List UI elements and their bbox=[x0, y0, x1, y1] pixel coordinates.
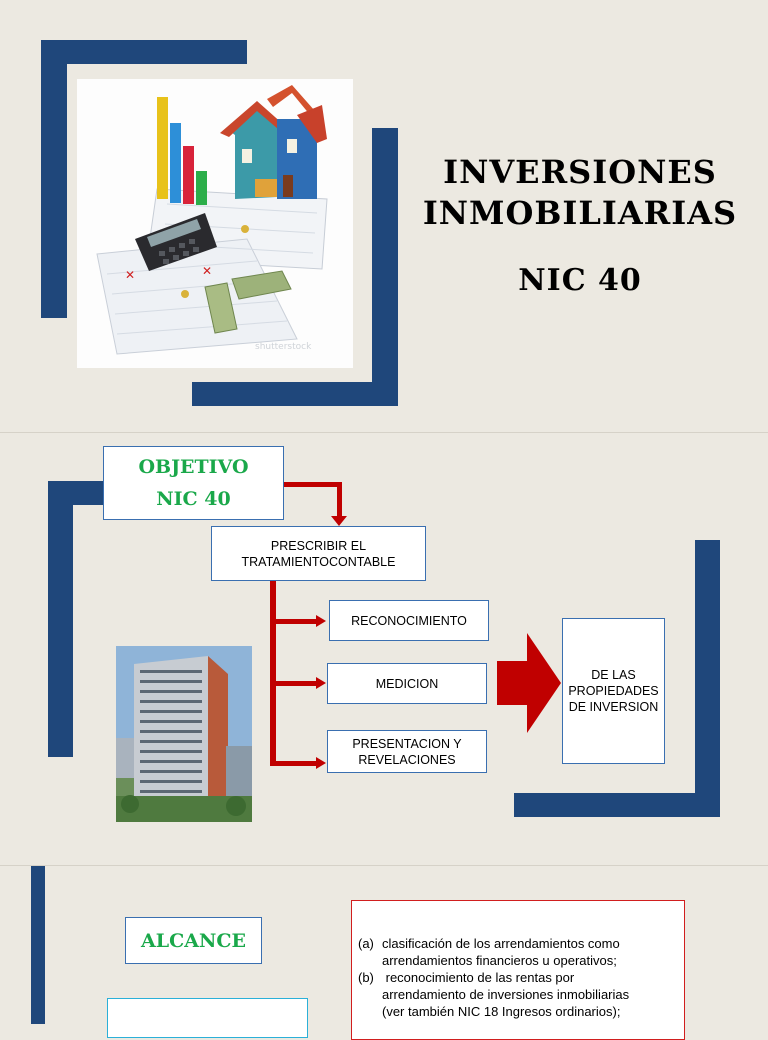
frame-bottom-right-horizontal bbox=[192, 382, 398, 406]
slide-subtitle: NIC 40 bbox=[518, 263, 642, 298]
prescribir-box: PRESCRIBIR EL TRATAMIENTOCONTABLE bbox=[211, 526, 426, 581]
presentacion-line1: PRESENTACION Y bbox=[352, 736, 462, 751]
alcance-list-box: (a) clasificación de los arrendamientos … bbox=[351, 900, 685, 1040]
slide-title-line1: INVERSIONES bbox=[443, 153, 717, 191]
presentacion-box: PRESENTACION Y REVELACIONES bbox=[327, 730, 487, 773]
branch-2 bbox=[270, 681, 316, 686]
reconocimiento-box: RECONOCIMIENTO bbox=[329, 600, 489, 641]
frame-left-vertical bbox=[48, 481, 73, 757]
alcance-item-a-line2: arrendamientos financieros u operativos; bbox=[382, 953, 617, 968]
presentacion-line2: REVELACIONES bbox=[358, 752, 456, 767]
frame-left-horizontal bbox=[48, 481, 106, 505]
alcance-item-a: (a) clasificación de los arrendamientos … bbox=[358, 935, 684, 969]
result-line1: DE LAS bbox=[591, 668, 636, 682]
result-line3: DE INVERSION bbox=[568, 700, 659, 714]
branch-1 bbox=[270, 619, 316, 624]
frame-top-left-horizontal bbox=[41, 40, 247, 64]
branch-trunk bbox=[270, 581, 276, 766]
objetivo-box: OBJETIVO NIC 40 bbox=[103, 446, 284, 520]
alcance-box: ALCANCE bbox=[125, 917, 262, 964]
medicion-label: MEDICION bbox=[375, 676, 439, 691]
alcance-item-a-marker: (a) bbox=[358, 936, 374, 951]
slide-separator bbox=[0, 432, 768, 433]
objetivo-title-line1: OBJETIVO bbox=[138, 456, 249, 478]
medicion-box: MEDICION bbox=[327, 663, 487, 704]
connector-vertical bbox=[337, 482, 342, 518]
frame-top-left-vertical bbox=[41, 40, 67, 318]
connector-horizontal bbox=[284, 482, 342, 487]
branch-3 bbox=[270, 761, 316, 766]
svg-text:✕: ✕ bbox=[202, 264, 212, 278]
branch-3-arrowhead bbox=[316, 757, 326, 769]
result-box: DE LAS PROPIEDADES DE INVERSION bbox=[562, 618, 665, 764]
real-estate-drawing: ✕ ✕ shutterstock bbox=[96, 85, 328, 355]
slide-objetivo: OBJETIVO NIC 40 PRESCRIBIR EL TRATAMIENT… bbox=[0, 433, 768, 865]
connector-arrowhead bbox=[331, 516, 347, 526]
image-watermark: shutterstock bbox=[255, 342, 312, 352]
alcance-item-b-line3: (ver también NIC 18 Ingresos ordinarios)… bbox=[382, 1004, 621, 1019]
branch-1-arrowhead bbox=[316, 615, 326, 627]
branch-2-arrowhead bbox=[316, 677, 326, 689]
big-red-arrow bbox=[497, 633, 561, 733]
result-line2: PROPIEDADES bbox=[568, 684, 659, 698]
alcance-item-a-line1: clasificación de los arrendamientos como bbox=[382, 936, 620, 951]
alcance-item-b-marker: (b) bbox=[358, 970, 374, 985]
slide-title-line2: INMOBILIARIAS bbox=[422, 194, 738, 232]
prescribir-line1: PRESCRIBIR EL bbox=[270, 538, 367, 553]
slide-alcance: ALCANCE (a) clasificación de los arrenda… bbox=[0, 866, 768, 1040]
alcance-item-b-line2: arrendamiento de inversiones inmobiliari… bbox=[382, 987, 630, 1002]
alcance-item-b: (b) reconocimiento de las rentas por arr… bbox=[358, 969, 684, 1020]
secondary-box bbox=[107, 998, 308, 1038]
frame-left-vertical-3 bbox=[31, 866, 45, 1024]
slide-title: ✕ ✕ shutterstock INVERSIONES INMOBILIARI… bbox=[0, 0, 768, 432]
alcance-item-b-line1: reconocimiento de las rentas por bbox=[382, 970, 575, 985]
reconocimiento-label: RECONOCIMIENTO bbox=[351, 613, 467, 628]
frame-right-horizontal bbox=[514, 793, 720, 817]
frame-right-vertical bbox=[695, 540, 720, 817]
objetivo-title-line2: NIC 40 bbox=[156, 488, 231, 510]
alcance-title: ALCANCE bbox=[141, 929, 246, 952]
frame-bottom-right-vertical bbox=[372, 128, 398, 406]
building-drawing bbox=[116, 646, 252, 822]
building-photo bbox=[116, 646, 252, 822]
real-estate-illustration: ✕ ✕ shutterstock bbox=[77, 79, 353, 368]
slide-separator-2 bbox=[0, 865, 768, 866]
svg-text:✕: ✕ bbox=[125, 268, 135, 282]
prescribir-line2: TRATAMIENTOCONTABLE bbox=[241, 554, 396, 569]
